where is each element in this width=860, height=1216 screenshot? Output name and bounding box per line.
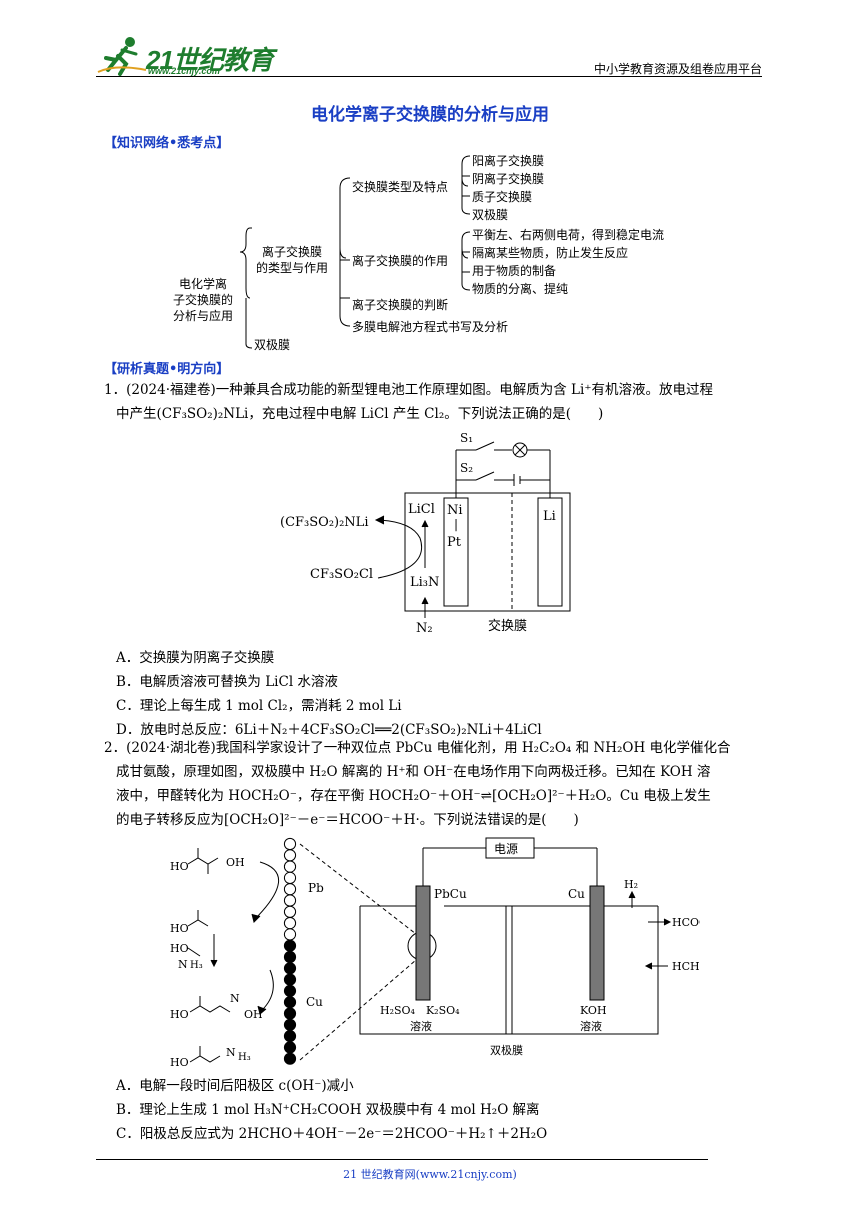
pb-bead bbox=[283, 905, 297, 918]
reagent-label: CF₃SO₂Cl bbox=[310, 567, 373, 582]
mindmap-branch-types-roles: 离子交换膜 的类型与作用 bbox=[255, 245, 328, 275]
q1-stem-line1: 1．(2024·福建卷)一种兼具合成功能的新型锂电池工作原理如图。电解质为含 L… bbox=[104, 382, 713, 398]
page-title: 电化学离子交换膜的分析与应用 bbox=[311, 105, 549, 125]
q1-battery-figure: S₁ S₂ LiCl Ni | Pt Li (CF₃SO₂)₂NLi CF₃SO… bbox=[280, 431, 571, 636]
pb-bead bbox=[283, 837, 297, 851]
mindmap-types-label: 交换膜类型及特点 bbox=[352, 180, 449, 194]
pb-bead bbox=[283, 883, 297, 896]
bipolar-membrane-label: 双极膜 bbox=[490, 1043, 523, 1057]
product-label: (CF₃SO₂)₂NLi bbox=[280, 515, 368, 530]
mindmap-diagram bbox=[239, 155, 471, 349]
left-solution: H₂SO₄ K₂SO₄ bbox=[380, 1004, 460, 1017]
licl-label: LiCl bbox=[408, 502, 435, 517]
svg-text:H₃: H₃ bbox=[238, 1052, 251, 1063]
svg-text:溶液: 溶液 bbox=[580, 1019, 602, 1033]
h2-label: H₂ bbox=[624, 878, 638, 891]
cu-bead bbox=[283, 950, 297, 964]
section-knowledge: 【知识网络•悉考点】 bbox=[104, 136, 230, 151]
footer-divider bbox=[96, 1159, 708, 1160]
q2-stem-line2: 成甘氨酸，原理如图，双极膜中 H₂O 解离的 H⁺和 OH⁻在电场作用下向两极迁… bbox=[116, 764, 711, 780]
svg-text:HO: HO bbox=[170, 860, 189, 873]
cu-bead bbox=[283, 1018, 297, 1031]
mindmap-judge: 离子交换膜的判断 bbox=[352, 298, 449, 312]
header-divider bbox=[96, 76, 762, 77]
logo-text: 21世纪教育 bbox=[146, 45, 274, 75]
q2-stem-line4: 的电子转移反应为[OCH₂O]²⁻－e⁻＝HCOO⁻＋H·。下列说法错误的是( … bbox=[116, 812, 579, 828]
mindmap-branch-bipolar: 双极膜 bbox=[254, 338, 291, 352]
membrane-label: 交换膜 bbox=[488, 618, 527, 634]
q1-stem-line2: 中产生(CF₃SO₂)₂NLi，充电过程中电解 LiCl 产生 Cl₂。下列说法… bbox=[116, 406, 604, 422]
cu-bead bbox=[283, 973, 297, 986]
pb-label: Pb bbox=[308, 881, 324, 895]
svg-text:溶液: 溶液 bbox=[410, 1019, 432, 1033]
cu-bead bbox=[283, 996, 297, 1009]
pbcu-label: PbCu bbox=[434, 887, 467, 901]
q1-option-a: A．交换膜为阴离子交换膜 bbox=[116, 650, 275, 666]
mindmap-types-list: 阳离子交换膜 阴离子交换膜 质子交换膜 双极膜 bbox=[472, 154, 545, 222]
pb-bead bbox=[283, 849, 297, 862]
cu-label: Cu bbox=[306, 995, 323, 1009]
svg-text:|: | bbox=[454, 517, 458, 531]
cu-electrode-label: Cu bbox=[568, 887, 585, 901]
cu-bead bbox=[283, 939, 297, 952]
q2-stem-line1: 2．(2024·湖北卷)我国科学家设计了一种双位点 PbCu 电催化剂，用 H₂… bbox=[104, 740, 731, 756]
svg-text:N: N bbox=[226, 1046, 236, 1059]
cu-bead bbox=[283, 1007, 297, 1020]
n2-label: N₂ bbox=[416, 621, 433, 636]
svg-text:N: N bbox=[230, 992, 240, 1005]
q1-option-c: C．理论上每生成 1 mol Cl₂，需消耗 2 mol Li bbox=[116, 698, 402, 714]
q2-option-c: C．阳极总反应式为 2HCHO＋4OH⁻－2e⁻＝2HCOO⁻＋H₂↑＋2H₂O bbox=[116, 1126, 548, 1142]
li-label: Li bbox=[543, 509, 556, 524]
q2-stem-line3: 液中，甲醛转化为 HOCH₂O⁻，存在平衡 HOCH₂O⁻＋OH⁻⇌[OCH₂O… bbox=[116, 788, 711, 804]
power-label: 电源 bbox=[494, 842, 518, 856]
catalyst-chain bbox=[283, 837, 297, 1065]
cu-bead bbox=[283, 1052, 297, 1065]
mindmap-roles-list: 平衡左、右两侧电荷，得到稳定电流 隔离某些物质，防止发生反应 用于物质的制备 物… bbox=[472, 228, 665, 296]
svg-text:HO: HO bbox=[170, 922, 189, 935]
hcoo-label: HCOO⁻ bbox=[672, 916, 700, 929]
platform-name: 中小学教育资源及组卷应用平台 bbox=[593, 62, 762, 76]
svg-text:OH: OH bbox=[226, 856, 245, 869]
pb-bead bbox=[283, 917, 297, 930]
ni-label: Ni bbox=[447, 503, 463, 518]
q1-option-d: D．放电时总反应：6Li＋N₂＋4CF₃SO₂Cl══2(CF₃SO₂)₂NLi… bbox=[116, 722, 542, 738]
cu-bead bbox=[283, 1041, 297, 1054]
mindmap-multi: 多膜电解池方程式书写及分析 bbox=[352, 320, 509, 334]
cu-bead bbox=[283, 984, 297, 997]
cu-bead bbox=[283, 1030, 297, 1043]
q1-option-b: B．电解质溶液可替换为 LiCl 水溶液 bbox=[116, 674, 338, 690]
svg-text:N: N bbox=[178, 958, 188, 971]
pb-bead bbox=[283, 871, 297, 885]
switch-s2-label: S₂ bbox=[460, 461, 473, 475]
svg-text:HO: HO bbox=[170, 942, 189, 955]
pb-bead bbox=[283, 928, 297, 941]
svg-text:H₃: H₃ bbox=[190, 960, 203, 971]
hcho-label: HCHO bbox=[672, 960, 700, 973]
q2-option-b: B．理论上生成 1 mol H₃N⁺CH₂COOH 双极膜中有 4 mol H₂… bbox=[116, 1102, 540, 1118]
switch-s1-label: S₁ bbox=[460, 431, 473, 445]
mindmap-roles-label: 离子交换膜的作用 bbox=[352, 254, 449, 268]
cu-bead bbox=[283, 962, 297, 975]
runner-logo-icon bbox=[97, 37, 147, 76]
li3n-label: Li₃N bbox=[410, 575, 439, 590]
logo-url: www.21cnjy.com bbox=[148, 66, 220, 76]
mindmap-root: 电化学离 子交换膜的 分析与应用 bbox=[172, 277, 233, 323]
svg-text:HO: HO bbox=[170, 1056, 189, 1069]
pt-label: Pt bbox=[447, 535, 462, 550]
section-exam: 【研析真题•明方向】 bbox=[104, 362, 230, 377]
footer-text: 21 世纪教育网(www.21cnjy.com) bbox=[343, 1168, 517, 1181]
svg-text:OH: OH bbox=[244, 1008, 263, 1021]
right-solution: KOH bbox=[580, 1004, 607, 1017]
q2-option-a: A．电解一段时间后阳极区 c(OH⁻)减小 bbox=[116, 1078, 354, 1094]
pb-bead bbox=[283, 860, 297, 873]
pb-bead bbox=[283, 894, 297, 907]
svg-text:HO: HO bbox=[170, 1008, 189, 1021]
q2-electrolysis-figure: HO OH HO HO N H₃ HO N OH HO N H₃ Pb Cu 电… bbox=[170, 837, 700, 1069]
